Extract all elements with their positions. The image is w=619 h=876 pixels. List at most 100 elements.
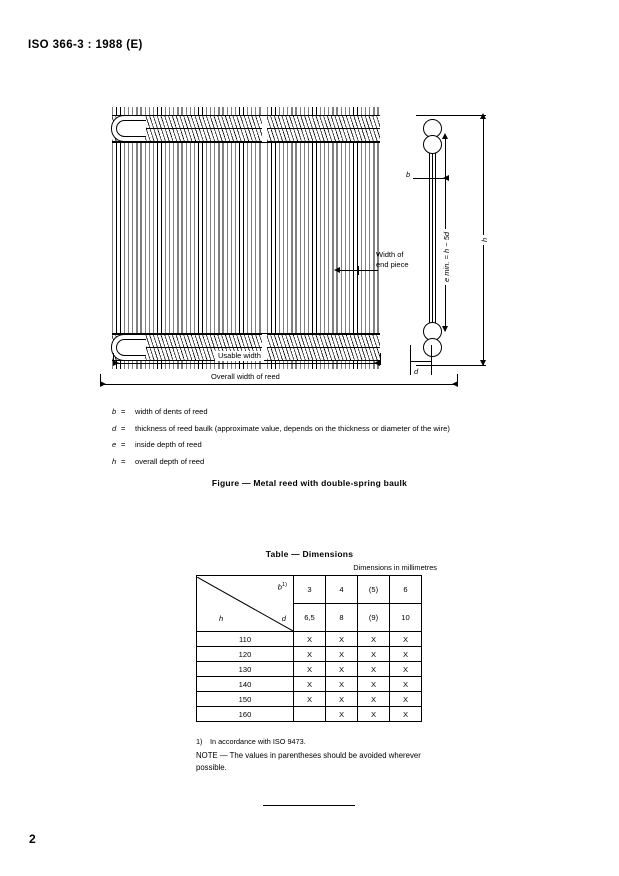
cell-160-b3 [293, 706, 326, 722]
tick-end-piece [358, 266, 359, 275]
header-b-value-1: 3 [293, 575, 326, 604]
label-d: d [414, 367, 419, 376]
cell-120-b6: X [389, 646, 422, 662]
page-number: 2 [29, 832, 36, 846]
leader-width-of-end-piece [336, 270, 378, 271]
legend-equals-d: = [121, 423, 126, 433]
legend-description-d: thickness of reed baulk (approximate val… [135, 423, 450, 433]
cell-110-b6: X [389, 631, 422, 647]
legend-description-b: width of dents of reed [135, 407, 208, 416]
reed-rail-bottom-inner [112, 333, 380, 334]
table-row: 140 X X X X [196, 676, 422, 692]
document-header-reference: ISO 366-3 : 1988 (E) [28, 39, 143, 51]
label-e-min: e min. = h − 5d [442, 228, 452, 285]
cell-110-b5: X [357, 631, 390, 647]
reed-rail-top-outer [112, 115, 380, 116]
legend-description-e: inside depth of reed [135, 440, 202, 449]
reed-rail-top-inner [112, 142, 380, 143]
extension-line-h-top [416, 115, 486, 116]
legend-symbol-h: h [112, 456, 117, 466]
baulk-separator-bottom-left [112, 347, 262, 348]
dimension-arrow-b [443, 175, 449, 181]
header-d-value-4: 10 [389, 603, 422, 632]
legend-equals-e: = [121, 440, 126, 449]
table-footnote-mark: 1) [196, 737, 203, 746]
cell-140-b3: X [293, 676, 326, 692]
corner-label-b: b1) [278, 582, 287, 592]
table-row: 110 X X X X [196, 631, 422, 647]
cell-150-b6: X [389, 691, 422, 707]
table-row: 120 X X X X [196, 646, 422, 662]
dimension-arrow-e-min-top [442, 133, 448, 139]
legend-item-h: h = overall depth of reed [112, 454, 552, 471]
reed-dents-left [112, 107, 262, 369]
extension-line-d-left [410, 345, 411, 375]
legend-symbol-d: d [112, 423, 117, 433]
leader-arrow-width-of-end-piece [334, 267, 340, 273]
row-label-h-160: 160 [196, 706, 294, 722]
header-d-value-2: 8 [325, 603, 358, 632]
baulk-coil-top-inner [423, 135, 442, 154]
extension-tick-usable-right [380, 353, 381, 365]
corner-label-b-text: b [277, 582, 283, 592]
label-width-of-end-piece-line2: end piece [376, 260, 409, 269]
extension-line-d-right [431, 345, 432, 375]
dimension-arrow-usable-width-right [374, 360, 380, 366]
label-width-of-end-piece-line1: Width of [376, 250, 404, 259]
table-units-note: Dimensions in millimetres [353, 563, 437, 572]
legend-item-e: e = inside depth of reed [112, 437, 552, 454]
diagonal-divider-icon [197, 576, 293, 631]
legend-item-d: d = thickness of reed baulk (approximate v… [112, 421, 552, 438]
extension-tick-overall-right [457, 374, 458, 386]
cell-120-b4: X [325, 646, 358, 662]
cell-130-b5: X [357, 661, 390, 677]
extension-tick-usable-left [113, 353, 114, 365]
reed-side-view [410, 107, 458, 369]
legend-equals-h: = [121, 456, 126, 466]
dimension-arrow-overall-width-left [100, 381, 106, 387]
extension-line-h-bottom [416, 365, 486, 366]
corner-label-b-footnote: 1) [282, 581, 287, 588]
reed-end-piece-top-inner [116, 120, 146, 137]
table-caption: Table — Dimensions [265, 549, 354, 559]
table-corner-cell: b1) h d [196, 575, 294, 632]
baulk-separator-top-right [267, 128, 380, 129]
figure-legend: b=width of dents of reed d = thickness of … [112, 404, 552, 470]
cell-140-b5: X [357, 676, 390, 692]
cell-120-b3: X [293, 646, 326, 662]
legend-item-b: b=width of dents of reed [112, 404, 552, 421]
reed-panel-left [112, 107, 262, 369]
dimension-line-overall-width [100, 384, 458, 385]
reed-panel-right [267, 107, 380, 369]
cell-150-b5: X [357, 691, 390, 707]
header-b-value-3: (5) [357, 575, 390, 604]
dimension-arrow-overall-width-right [452, 381, 458, 387]
extension-tick-overall-left [100, 374, 101, 386]
label-usable-width: Usable width [215, 351, 264, 361]
legend-symbol-e: e [112, 440, 117, 449]
legend-description-h: overall depth of reed [135, 456, 205, 466]
table-footnote-text: In accordance with ISO 9473. [210, 737, 306, 746]
row-label-h-120: 120 [196, 646, 294, 662]
page-divider-rule [263, 805, 355, 806]
label-b: b [406, 170, 411, 179]
cell-160-b5: X [357, 706, 390, 722]
reed-rail-bottom-outer [112, 360, 380, 361]
dimension-arrow-h-bottom [480, 360, 486, 366]
header-b-value-2: 4 [325, 575, 358, 604]
cell-130-b4: X [325, 661, 358, 677]
cell-150-b4: X [325, 691, 358, 707]
cell-140-b4: X [325, 676, 358, 692]
figure-drawing: Width of end piece Usable width Overall … [100, 95, 520, 395]
figure-caption: Figure — Metal reed with double-spring b… [211, 478, 408, 488]
row-label-h-150: 150 [196, 691, 294, 707]
cell-160-b4: X [325, 706, 358, 722]
baulk-separator-bottom-right [267, 347, 380, 348]
row-label-h-110: 110 [196, 631, 294, 647]
dimension-line-b [413, 178, 449, 179]
cell-150-b3: X [293, 691, 326, 707]
cell-130-b6: X [389, 661, 422, 677]
label-overall-width-of-reed: Overall width of reed [208, 372, 283, 382]
header-d-value-3: (9) [357, 603, 390, 632]
